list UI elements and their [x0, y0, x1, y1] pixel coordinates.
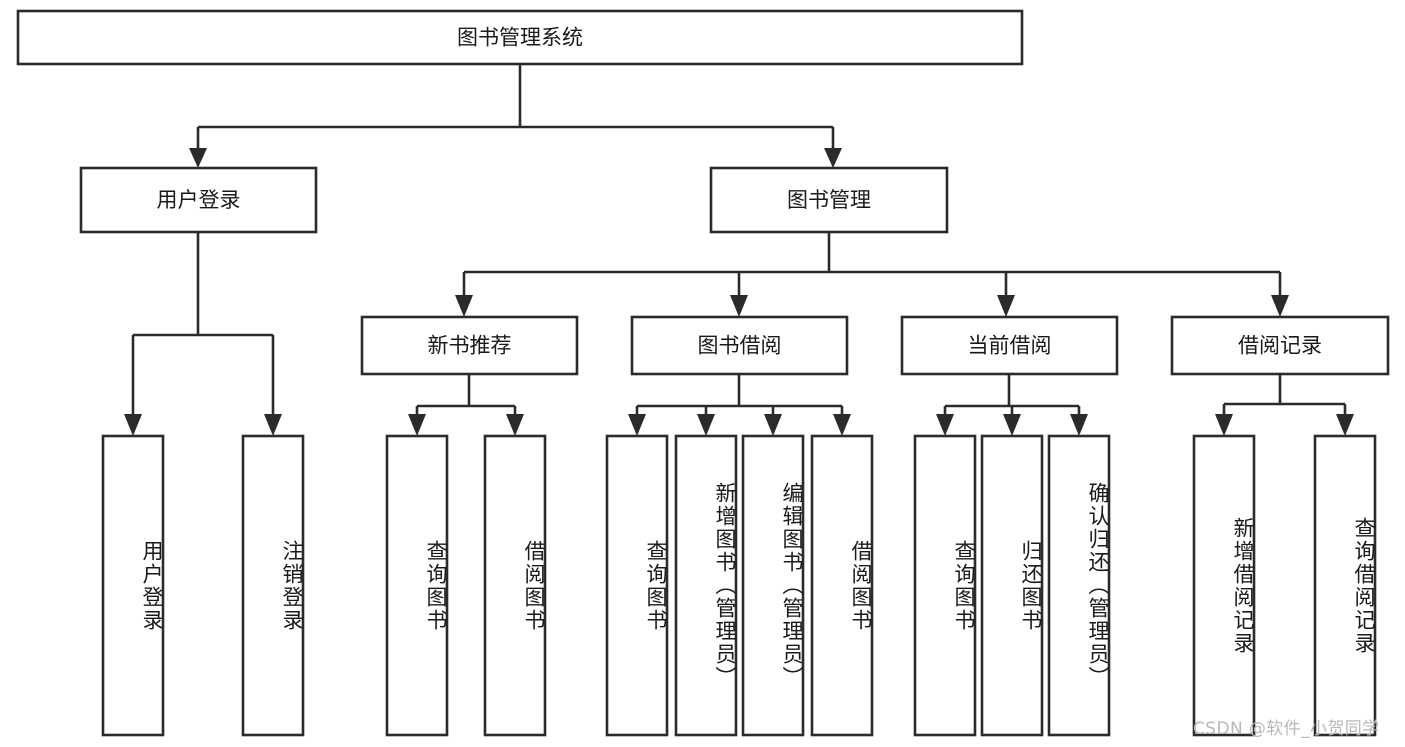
leaf-box-query-book-current[interactable] — [913, 434, 977, 737]
node-book-borrow-box[interactable] — [630, 315, 849, 376]
arrowhead-leaf-edit-book-admin — [764, 414, 782, 436]
csdn-watermark: CSDN @软件_小贺同学 — [1193, 719, 1380, 739]
arrowhead-leaf-return-book — [1003, 414, 1021, 436]
arrowhead-leaf-borrow-book — [833, 414, 851, 436]
node-user-login-box[interactable] — [79, 166, 318, 234]
connector-bookborrow-to-leaves — [628, 374, 851, 436]
node-book-management-box[interactable] — [709, 166, 949, 234]
arrowhead-leaf-add-book-admin — [697, 414, 715, 436]
arrowhead-leaf-query-borrow-record — [1336, 414, 1354, 436]
leaf-box-confirm-return-admin[interactable] — [1047, 434, 1111, 737]
node-book-borrow-label: 图书借阅 — [698, 334, 782, 358]
leaf-box-borrow-book[interactable] — [810, 434, 874, 737]
leaf-box-edit-book-admin[interactable] — [741, 434, 805, 737]
arrowhead-leaf-query-book-borrow — [628, 414, 646, 436]
leaf-box-return-book[interactable] — [980, 434, 1044, 737]
node-book-management[interactable]: 图书管理 — [709, 166, 949, 234]
connector-bookmgmt-to-level3 — [455, 232, 1289, 317]
node-user-login-label: 用户登录 — [157, 188, 241, 212]
connector-recommend-to-leaves — [408, 374, 524, 436]
node-book-management-label: 图书管理 — [787, 188, 871, 212]
node-borrow-record-box[interactable] — [1170, 315, 1390, 376]
arrowhead-user-login — [189, 148, 207, 168]
connector-user-login-to-leaves — [124, 232, 282, 436]
leaf-boxes — [101, 434, 1377, 737]
leaf-box-query-book-recommend[interactable] — [385, 434, 449, 737]
arrowhead-borrow-record — [1271, 295, 1289, 317]
node-borrow-record-label: 借阅记录 — [1238, 334, 1322, 358]
arrowhead-leaf-borrow-book-recommend — [506, 414, 524, 436]
arrowhead-leaf-query-book-recommend — [408, 414, 426, 436]
node-current-borrow-box[interactable] — [900, 315, 1119, 376]
arrowhead-current-borrow — [997, 295, 1015, 317]
leaf-box-add-borrow-record[interactable] — [1192, 434, 1256, 737]
node-root-box[interactable] — [16, 9, 1024, 66]
leaf-box-query-book-borrow[interactable] — [605, 434, 669, 737]
leaf-box-user-logout[interactable] — [241, 434, 305, 737]
node-user-login[interactable]: 用户登录 — [79, 166, 318, 234]
node-book-borrow[interactable]: 图书借阅 — [630, 315, 849, 376]
arrowhead-leaf-user-login — [124, 414, 142, 436]
arrowhead-book-borrow — [730, 295, 748, 317]
leaf-box-user-login[interactable] — [101, 434, 165, 737]
arrowhead-book-management — [824, 148, 842, 168]
leaf-box-add-book-admin[interactable] — [674, 434, 738, 737]
node-current-borrow[interactable]: 当前借阅 — [900, 315, 1119, 376]
connector-root-to-level2 — [189, 64, 842, 168]
connector-borrowrecord-to-leaves — [1215, 374, 1354, 436]
node-root[interactable]: 图书管理系统 — [16, 9, 1024, 66]
connector-currentborrow-to-leaves — [936, 374, 1088, 436]
node-new-book-recommend-label: 新书推荐 — [428, 334, 512, 358]
node-borrow-record[interactable]: 借阅记录 — [1170, 315, 1390, 376]
leaf-box-borrow-book-recommend[interactable] — [483, 434, 547, 737]
arrowhead-leaf-query-book-current — [936, 414, 954, 436]
node-current-borrow-label: 当前借阅 — [968, 334, 1052, 358]
arrowhead-new-book-recommend — [455, 295, 473, 317]
node-new-book-recommend-box[interactable] — [360, 315, 579, 376]
arrowhead-leaf-add-borrow-record — [1215, 414, 1233, 436]
arrowhead-leaf-user-logout — [264, 414, 282, 436]
node-root-label: 图书管理系统 — [457, 26, 583, 50]
node-new-book-recommend[interactable]: 新书推荐 — [360, 315, 579, 376]
arrowhead-leaf-confirm-return-admin — [1070, 414, 1088, 436]
leaf-box-query-borrow-record[interactable] — [1313, 434, 1377, 737]
